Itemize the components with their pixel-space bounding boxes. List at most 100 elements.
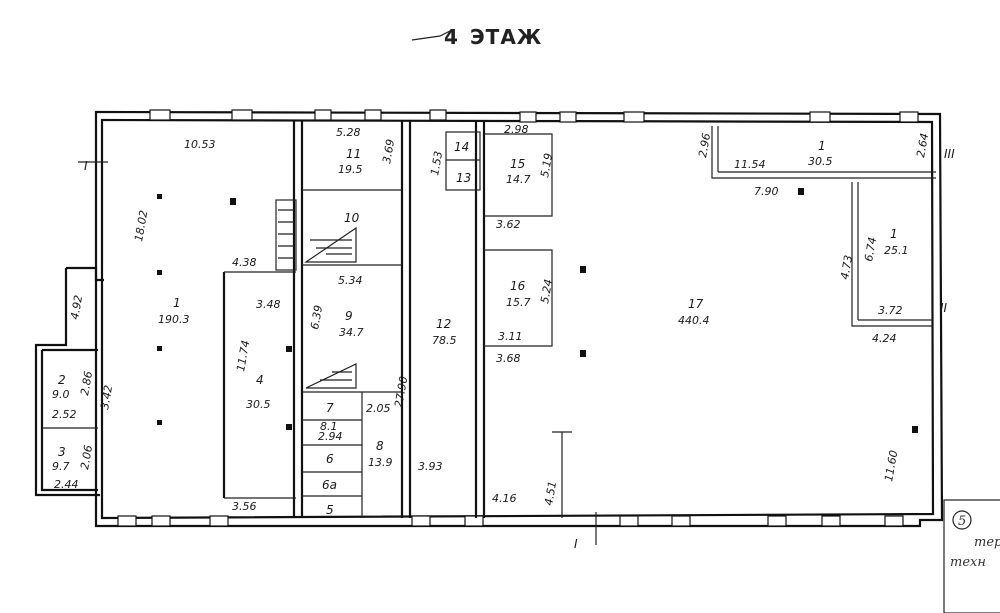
dimension-labels: 10.53 18.02 4.38 3.48 11.74 3.56 5.28 3.… <box>52 123 931 513</box>
svg-text:6.39: 6.39 <box>308 304 325 330</box>
svg-text:3.72: 3.72 <box>878 304 903 317</box>
columns <box>157 188 918 433</box>
svg-text:18.02: 18.02 <box>132 209 150 242</box>
svg-text:5.19: 5.19 <box>538 152 555 178</box>
outer-walls <box>34 110 944 528</box>
room-15: 15 14.7 <box>506 157 531 186</box>
svg-text:78.5: 78.5 <box>432 334 457 347</box>
svg-text:2.96: 2.96 <box>696 132 713 158</box>
room-12: 12 78.5 <box>432 317 457 347</box>
room-14: 14 <box>454 140 469 154</box>
svg-text:6: 6 <box>326 452 334 466</box>
stamp-line-2: техн <box>950 555 986 570</box>
svg-text:3: 3 <box>58 445 66 459</box>
svg-text:4.92: 4.92 <box>68 294 85 320</box>
svg-text:2.64: 2.64 <box>914 132 931 158</box>
svg-text:9.0: 9.0 <box>52 388 70 401</box>
svg-text:5: 5 <box>326 503 334 517</box>
svg-text:2.98: 2.98 <box>504 123 529 136</box>
svg-text:30.5: 30.5 <box>246 398 271 411</box>
room-labels: 1 190.3 2 9.0 3 9.7 4 30.5 5 6 6а 7 8.1 … <box>52 139 909 517</box>
svg-text:3.68: 3.68 <box>496 352 521 365</box>
svg-text:25.1: 25.1 <box>884 244 909 257</box>
section-mark-left: I <box>84 159 88 173</box>
svg-text:10: 10 <box>344 211 360 225</box>
svg-text:34.7: 34.7 <box>339 326 364 339</box>
room-11: 11 19.5 <box>338 147 363 176</box>
svg-text:4.51: 4.51 <box>542 480 559 506</box>
svg-text:2.86: 2.86 <box>78 370 95 396</box>
svg-text:12: 12 <box>436 317 451 331</box>
corner-stamp: 5 тер техн <box>943 499 1000 613</box>
room-16: 16 15.7 <box>506 279 531 309</box>
room-4: 4 30.5 <box>246 373 271 411</box>
room-6: 6 <box>326 452 334 466</box>
svg-text:13.9: 13.9 <box>368 456 393 469</box>
room-7: 7 8.1 <box>320 401 338 433</box>
svg-text:3.62: 3.62 <box>496 218 521 231</box>
svg-text:1: 1 <box>890 227 898 241</box>
svg-text:16: 16 <box>510 279 526 293</box>
svg-text:190.3: 190.3 <box>158 313 190 326</box>
svg-text:3.93: 3.93 <box>418 460 443 473</box>
svg-text:3.56: 3.56 <box>232 500 257 513</box>
svg-text:11: 11 <box>346 147 361 161</box>
svg-text:1: 1 <box>818 139 826 153</box>
room-8: 8 13.9 <box>368 439 393 469</box>
svg-text:4.73: 4.73 <box>838 254 855 280</box>
partitions <box>222 120 936 518</box>
svg-text:3.48: 3.48 <box>256 298 281 311</box>
svg-text:17: 17 <box>688 297 704 311</box>
svg-text:3.42: 3.42 <box>98 384 115 410</box>
room-1-mid-right: 1 25.1 <box>884 227 909 257</box>
svg-text:5.34: 5.34 <box>338 274 363 287</box>
svg-text:2.44: 2.44 <box>54 478 79 491</box>
floor-number: 4 <box>444 25 459 49</box>
svg-text:10.53: 10.53 <box>184 138 216 151</box>
svg-text:14: 14 <box>454 140 469 154</box>
svg-text:2.06: 2.06 <box>78 444 95 470</box>
windows-bottom <box>117 515 904 527</box>
svg-text:2.94: 2.94 <box>318 430 343 443</box>
svg-text:30.5: 30.5 <box>808 155 833 168</box>
svg-text:4.38: 4.38 <box>232 256 257 269</box>
svg-text:11.60: 11.60 <box>882 449 900 482</box>
svg-text:27.90: 27.90 <box>392 375 410 408</box>
svg-text:7.90: 7.90 <box>754 185 779 198</box>
room-9: 9 34.7 <box>339 309 364 339</box>
svg-text:440.4: 440.4 <box>678 314 710 327</box>
svg-text:15.7: 15.7 <box>506 296 531 309</box>
svg-text:5.28: 5.28 <box>336 126 361 139</box>
svg-text:9.7: 9.7 <box>52 460 70 473</box>
floor-title: 4 ЭТАЖ <box>411 25 542 49</box>
svg-text:13: 13 <box>456 171 471 185</box>
svg-text:8.1: 8.1 <box>320 420 338 433</box>
svg-text:2.05: 2.05 <box>366 402 391 415</box>
stamp-line-1: тер <box>974 535 1000 550</box>
room-5: 5 <box>326 503 334 517</box>
svg-text:3.69: 3.69 <box>380 138 397 164</box>
floor-label: ЭТАЖ <box>470 25 542 49</box>
room-13: 13 <box>456 171 471 185</box>
section-mark-right-top: III <box>944 147 955 161</box>
room-2: 2 9.0 <box>52 373 70 401</box>
svg-text:4: 4 <box>256 373 264 387</box>
svg-text:19.5: 19.5 <box>338 163 363 176</box>
svg-text:3.11: 3.11 <box>498 330 523 343</box>
room-6a: 6а <box>322 478 337 492</box>
section-mark-right-mid: II <box>940 301 948 315</box>
windows-top <box>149 109 919 123</box>
svg-text:4.24: 4.24 <box>872 332 897 345</box>
room-1: 1 190.3 <box>158 296 190 326</box>
svg-text:11.54: 11.54 <box>734 158 766 171</box>
svg-text:2: 2 <box>58 373 66 387</box>
svg-text:7: 7 <box>326 401 334 415</box>
svg-text:1.53: 1.53 <box>428 150 445 176</box>
section-mark-bottom: I <box>574 537 578 551</box>
svg-text:11.74: 11.74 <box>234 339 252 372</box>
svg-text:4.16: 4.16 <box>492 492 517 505</box>
stamp-badge: 5 <box>958 514 966 529</box>
svg-text:15: 15 <box>510 157 525 171</box>
room-17: 17 440.4 <box>678 297 710 327</box>
